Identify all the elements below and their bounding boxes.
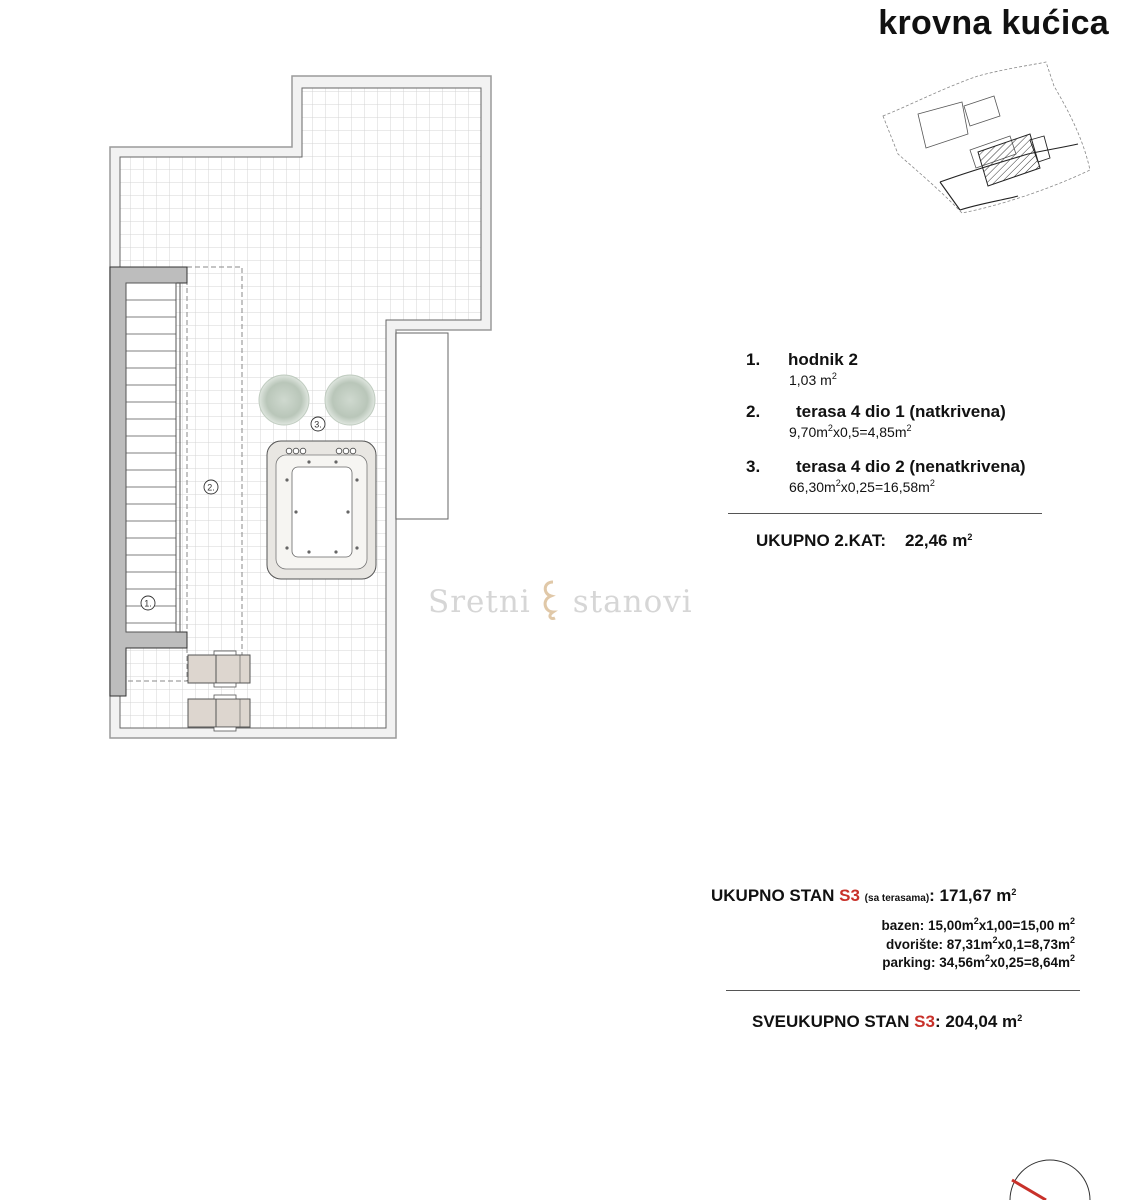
site-locator-icon: [882, 61, 1091, 214]
unit-superscript: 2: [835, 478, 841, 488]
side-canopy: [395, 332, 449, 520]
room-number: 1.: [746, 350, 761, 369]
extras-list: bazen: 15,00m2x1,00=15,00 m2 dvorište: 8…: [881, 917, 1075, 973]
page-title: krovna kućica: [878, 4, 1109, 42]
grand-total-value: : 204,04 m: [934, 1012, 1018, 1031]
divider: [728, 513, 1042, 514]
apartment-total-value: : 171,67 m: [929, 886, 1012, 905]
room-name: terasa 4 dio 2 (nenatkrivena): [796, 457, 1026, 476]
unit-superscript: 2: [1011, 887, 1017, 897]
apartment-total-label: UKUPNO STAN: [711, 886, 840, 905]
unit-superscript: 2: [1017, 1013, 1023, 1023]
room-item-3: 3.terasa 4 dio 2 (nenatkrivena) 66,30m2x…: [746, 457, 1106, 495]
room-marker-3: 3.: [310, 416, 326, 432]
room-name: hodnik 2: [788, 350, 858, 369]
watermark-right: stanovi: [572, 584, 693, 620]
unit-superscript: 2: [967, 532, 973, 542]
staircase-icon: [125, 282, 181, 633]
unit-superscript: 2: [831, 371, 837, 381]
unit-superscript: 2: [973, 916, 979, 926]
extra-item-pool: bazen: 15,00m2x1,00=15,00 m2: [881, 917, 1075, 936]
unit-superscript: 2: [985, 953, 991, 963]
extra-item-yard: dvorište: 87,31m2x0,1=8,73m2: [881, 934, 1075, 955]
extra-calc-b: x0,1=8,73m: [997, 936, 1070, 952]
sun-lounger-icon: [187, 650, 251, 688]
room-marker-2: 2.: [203, 479, 219, 495]
unit-superscript: 2: [1069, 953, 1075, 963]
room-calc-a: 66,30m: [789, 479, 836, 495]
apartment-code: S3: [914, 1012, 935, 1031]
extra-calc-a: parking: 34,56m: [882, 955, 986, 970]
plant-icon: [324, 374, 376, 426]
room-item-1: 1. hodnik 2 1,03 m2: [746, 350, 1106, 388]
watermark-left: Sretni: [428, 584, 531, 620]
unit-superscript: 2: [929, 478, 935, 488]
extra-calc-b: x1,00=15,00 m: [978, 918, 1070, 933]
north-arrow-icon: [1009, 1159, 1091, 1200]
grand-total: SVEUKUPNO STAN S3: 204,04 m2: [752, 1012, 1022, 1032]
extra-calc-a: bazen: 15,00m: [881, 918, 974, 933]
room-calc-a: 9,70m: [789, 424, 828, 440]
sun-lounger-icon: [187, 694, 251, 732]
unit-superscript: 2: [906, 423, 912, 433]
unit-superscript: 2: [1069, 916, 1075, 926]
unit-superscript: 2: [992, 934, 998, 945]
room-marker-1: 1.: [140, 595, 156, 611]
room-area: 1,03 m: [789, 372, 832, 388]
unit-superscript: 2: [827, 423, 833, 433]
room-item-2: 2.terasa 4 dio 1 (natkrivena) 9,70m2x0,5…: [746, 402, 1106, 440]
room-number: 2.: [746, 402, 761, 421]
extra-calc-b: x0,25=8,64m: [990, 955, 1070, 970]
divider: [726, 990, 1080, 991]
stair-wall: [109, 266, 188, 697]
room-marker-label: 3.: [314, 420, 322, 430]
floor-total: UKUPNO 2.KAT: 22,46 m2: [756, 531, 972, 551]
floor-total-label: UKUPNO 2.KAT:: [756, 531, 887, 550]
apartment-total: UKUPNO STAN S3 (sa terasama): 171,67 m2: [711, 886, 1016, 906]
unit-superscript: 2: [1069, 934, 1075, 945]
plant-icon: [258, 374, 310, 426]
extra-calc-a: dvorište: 87,31m: [885, 936, 993, 952]
room-marker-label: 1.: [144, 599, 152, 609]
room-calc-b: x0,5=4,85m: [832, 424, 907, 440]
jacuzzi-icon: [266, 440, 377, 580]
floor-total-value: 22,46 m: [904, 531, 968, 550]
floor-plan: 1. 2. 3.: [109, 75, 492, 739]
apartment-code: S3: [839, 886, 860, 905]
room-calc-b: x0,25=16,58m: [840, 479, 930, 495]
room-marker-label: 2.: [207, 483, 215, 493]
watermark: Sretni stanovi: [428, 578, 693, 622]
seahorse-logo-icon: [531, 578, 573, 622]
extra-item-parking: parking: 34,56m2x0,25=8,64m2: [881, 954, 1075, 973]
room-name: terasa 4 dio 1 (natkrivena): [796, 402, 1006, 421]
apartment-total-note: (sa terasama): [864, 893, 930, 904]
grand-total-label: SVEUKUPNO STAN: [752, 1012, 915, 1031]
room-number: 3.: [746, 457, 761, 476]
